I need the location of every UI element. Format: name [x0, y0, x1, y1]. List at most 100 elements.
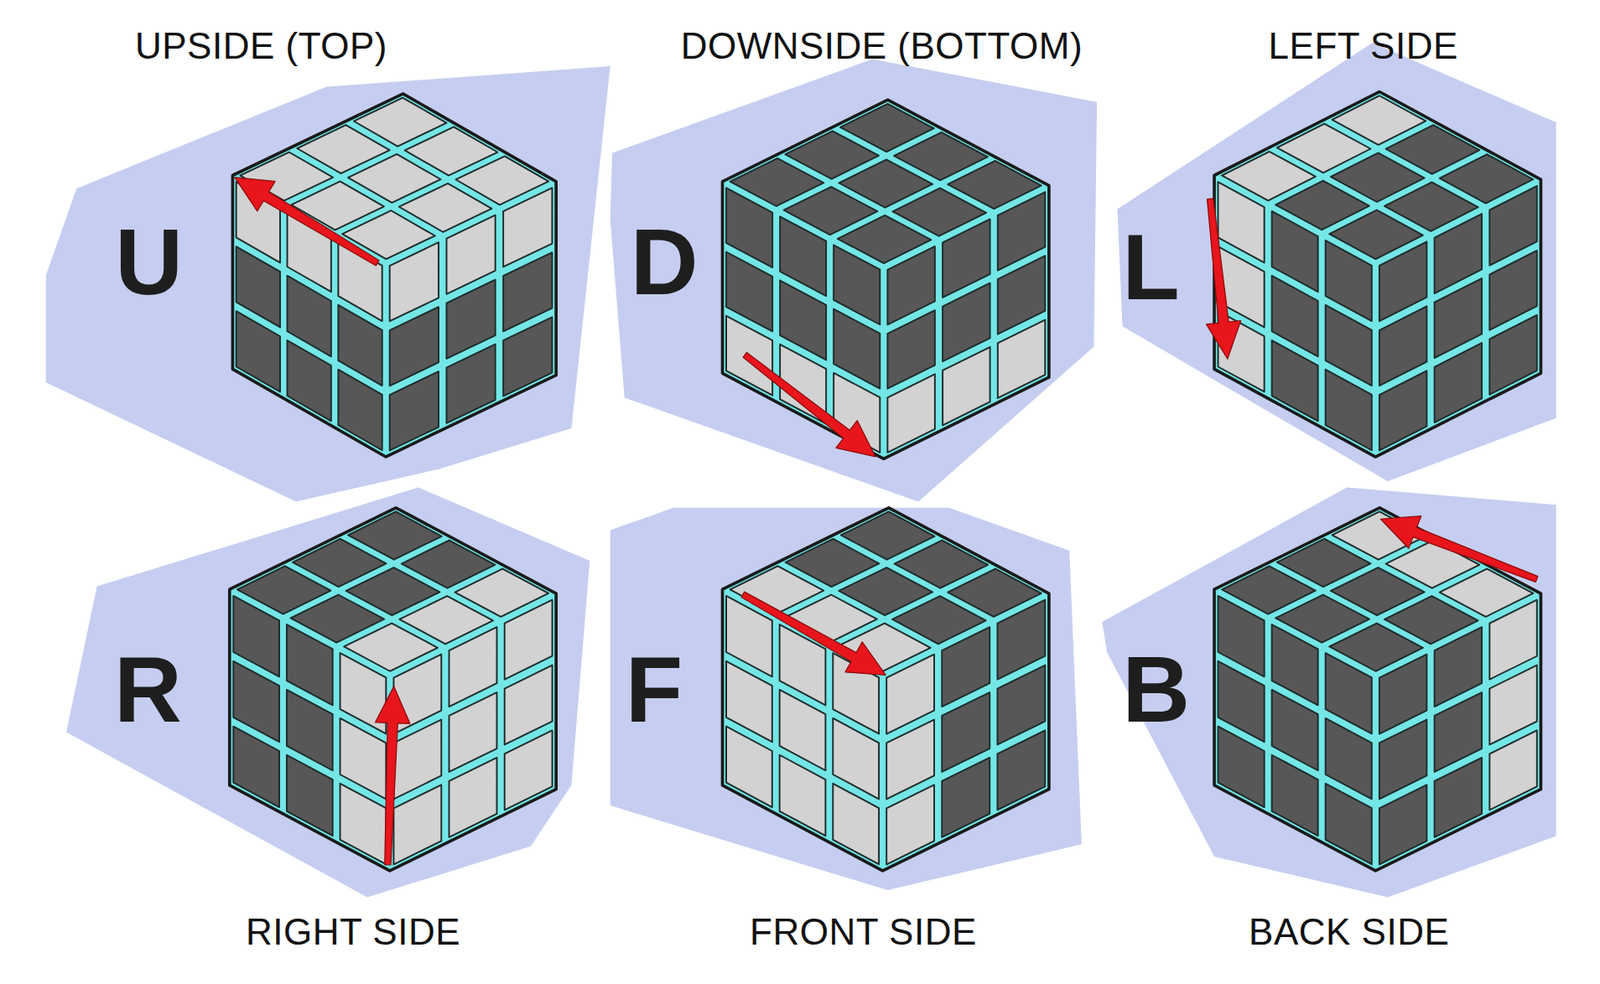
panel-ground [1116, 42, 1556, 482]
cube-sticker [1332, 95, 1427, 146]
cube-sticker [841, 511, 936, 560]
cube-sticker [942, 347, 990, 426]
panel-title: FRONT SIDE [749, 914, 977, 951]
cube-sticker [997, 320, 1045, 399]
panel-title: BACK SIDE [1248, 914, 1450, 951]
cube-sticker [886, 654, 935, 735]
move-letter: D [630, 215, 699, 310]
cube-sticker [236, 311, 281, 392]
cube-sticker [832, 784, 879, 865]
turn-arrow [234, 177, 380, 266]
cube-sticker [449, 758, 498, 838]
cube-sticker [286, 755, 333, 837]
move-letter: L [1122, 220, 1180, 315]
cube-body [229, 508, 556, 872]
cube-sticker [446, 280, 495, 359]
move-letter: B [1122, 643, 1190, 738]
cube-sticker [449, 692, 498, 773]
turn-arrows [234, 177, 1538, 866]
cube-body [722, 508, 1050, 872]
cube-sticker [446, 215, 495, 295]
cube-sticker [287, 340, 332, 421]
cube-sticker [726, 727, 773, 808]
panel-ground [610, 508, 1082, 891]
panel-ground [66, 488, 590, 899]
cube-sticker [941, 627, 990, 707]
cube-sticker [1325, 784, 1372, 865]
cube-sticker [504, 600, 553, 681]
cube-body [1214, 508, 1541, 872]
cube-sticker [1489, 730, 1537, 811]
panel-ground [610, 59, 1097, 503]
turn-arrow [1380, 516, 1538, 583]
backgrounds [46, 42, 1557, 898]
cube-sticker [997, 600, 1045, 681]
cube-sticker [348, 511, 442, 560]
cube-sticker [1325, 369, 1372, 451]
cube-body [1214, 91, 1541, 458]
cube-sticker [887, 374, 935, 452]
cube-sticker [886, 784, 935, 865]
cube-body [232, 93, 556, 458]
cube-sticker [1489, 665, 1537, 746]
cube-sticker [504, 665, 553, 746]
cube-sticker [340, 784, 387, 865]
turn-arrow [741, 592, 886, 676]
turn-arrow [1206, 198, 1242, 359]
cube-sticker [389, 242, 439, 322]
cube-sticker [389, 371, 439, 451]
cube-sticker [1379, 654, 1427, 735]
cube-sticker [393, 784, 442, 865]
cube-sticker [1379, 370, 1427, 451]
cube-sticker [389, 306, 439, 386]
rubiks-cube [722, 99, 1050, 459]
cube-sticker [233, 727, 280, 808]
rubiks-cube [229, 508, 556, 872]
turn-arrow [742, 352, 876, 458]
cube-sticker [1489, 315, 1537, 395]
cube-body [722, 99, 1050, 459]
cube-sticker [446, 344, 495, 424]
rubiks-cube [722, 508, 1050, 872]
panel-ground [1101, 488, 1556, 899]
panel-title: UPSIDE (TOP) [135, 27, 388, 65]
move-letter: U [114, 215, 183, 310]
turn-arrow [375, 686, 411, 866]
move-letter: F [625, 643, 683, 738]
rubiks-cube [1214, 91, 1541, 458]
cube-sticker [1218, 727, 1265, 808]
cube-sticker [1434, 627, 1482, 707]
panel-title: RIGHT SIDE [245, 914, 461, 951]
panel-title: LEFT SIDE [1268, 27, 1459, 65]
move-letter: R [114, 643, 182, 738]
cube-sticker [503, 316, 552, 396]
cube-sticker [941, 692, 990, 773]
cube-sticker [840, 103, 935, 152]
cube-sticker [1379, 784, 1427, 865]
panel-ground [46, 66, 611, 502]
panel-title: DOWNSIDE (BOTTOM) [680, 27, 1083, 65]
cube-sticker [393, 720, 442, 800]
cube-sticker [1434, 758, 1482, 838]
cube-sticker [503, 252, 552, 332]
cube-sticker [1434, 342, 1482, 423]
rubiks-cube [1214, 508, 1541, 872]
cube-sticker [941, 758, 990, 838]
cube-sticker [886, 720, 935, 800]
cube-sticker [1272, 340, 1319, 421]
cube-sticker [997, 665, 1045, 746]
cube-sticker [1272, 755, 1319, 837]
cube-sticker [449, 627, 498, 707]
cube-sticker [337, 369, 382, 451]
cube-sticker [504, 730, 553, 811]
cube-sticker [1489, 600, 1537, 681]
cube-sticker [353, 98, 447, 147]
cube-sticker [779, 755, 826, 837]
cube-sticker [503, 187, 552, 267]
cubes [229, 91, 1542, 871]
rubiks-cube [232, 93, 556, 458]
cube-sticker [1434, 692, 1482, 773]
cube-sticker [1379, 720, 1427, 800]
cube-sticker [997, 730, 1045, 811]
